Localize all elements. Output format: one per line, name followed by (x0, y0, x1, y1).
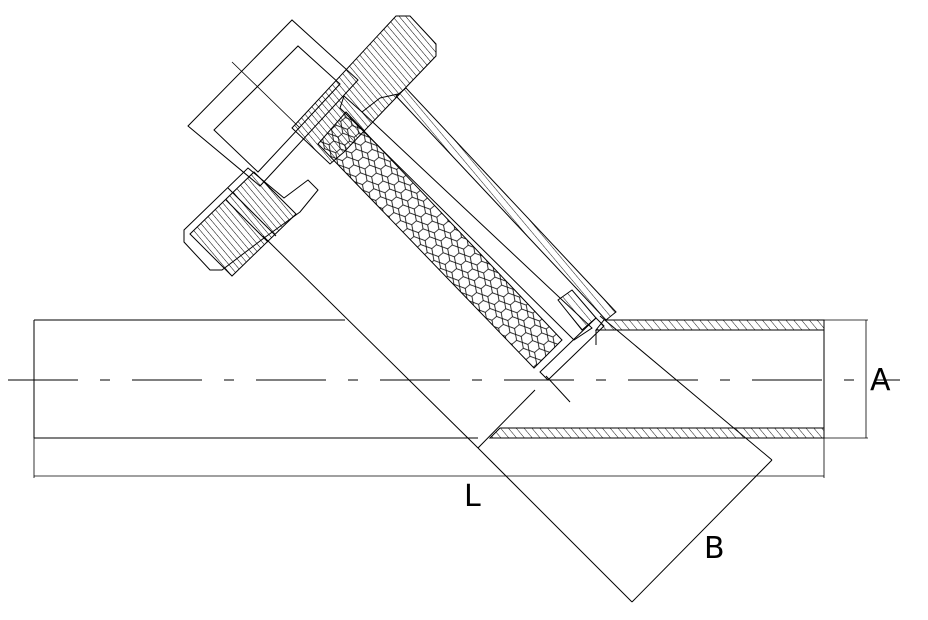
hatched-pipe-wall (488, 319, 825, 439)
label-l: L (464, 479, 481, 514)
bonnet-frame (187, 19, 359, 187)
strainer-body (262, 235, 773, 603)
knurled-cap (291, 15, 437, 165)
hex-plug (183, 167, 319, 277)
main-pipe (33, 319, 478, 439)
screen-holder (339, 87, 617, 403)
label-a: A (870, 363, 891, 398)
dimension-l (33, 438, 825, 478)
dimension-a (824, 319, 868, 439)
centerline (8, 61, 900, 381)
label-b: B (704, 531, 725, 566)
